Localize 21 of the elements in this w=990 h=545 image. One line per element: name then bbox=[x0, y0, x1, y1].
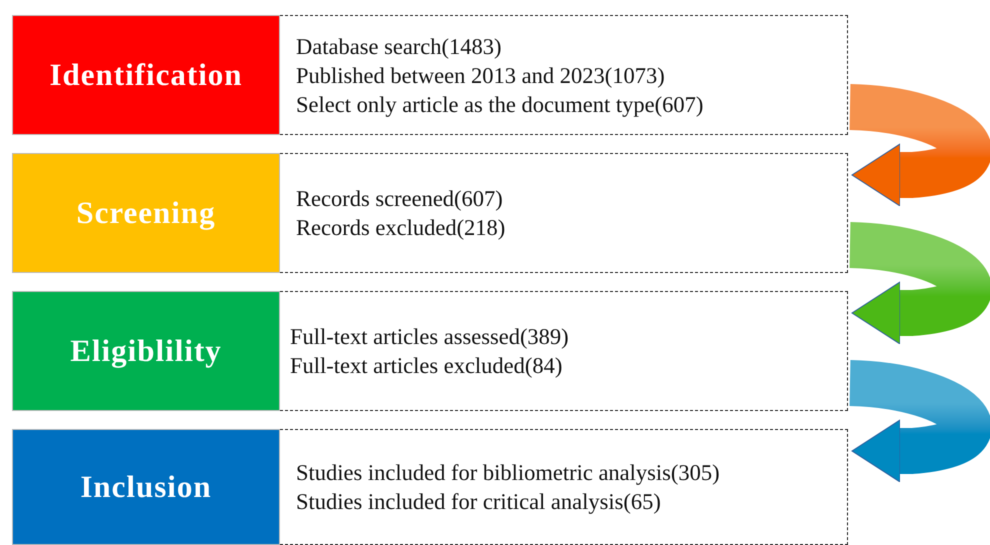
detail-text: Studies included for critical analysis(65) bbox=[296, 488, 662, 516]
dashed-box bbox=[280, 15, 848, 135]
dashed-box bbox=[280, 429, 848, 545]
detail-text: Full-text articles excluded(84) bbox=[290, 352, 564, 380]
stage-box bbox=[12, 429, 280, 545]
detail-text: Published between 2013 and 2023(1073) bbox=[296, 62, 666, 90]
stage-label: Screening bbox=[76, 195, 216, 231]
detail-text: Full-text articles assessed(389) bbox=[290, 323, 570, 351]
stage-box bbox=[12, 291, 280, 411]
detail-text: Records excluded(218) bbox=[296, 214, 506, 242]
dashed-box bbox=[280, 153, 848, 273]
stage-label: Identification bbox=[49, 57, 243, 93]
stage-label: Inclusion bbox=[80, 469, 212, 505]
dashed-box bbox=[280, 291, 848, 411]
detail-text: Select only article as the document type(607) bbox=[296, 90, 704, 118]
stage-label: Eligiblility bbox=[70, 333, 222, 369]
detail-text: Studies included for bibliometric analysis(305) bbox=[296, 459, 721, 487]
detail-text: Database search(1483) bbox=[296, 32, 503, 60]
detail-text: Records screened(607) bbox=[296, 185, 504, 213]
stage-box bbox=[12, 15, 280, 135]
stage-box bbox=[12, 153, 280, 273]
